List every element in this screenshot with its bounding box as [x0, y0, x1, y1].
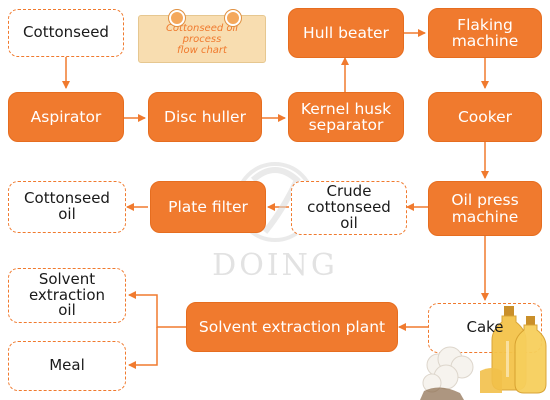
node-meal: Meal	[8, 341, 126, 391]
node-cottonseed: Cottonseed	[8, 9, 124, 57]
node-solvent-extraction-plant: Solvent extraction plant	[186, 302, 398, 352]
pin-icon	[225, 10, 241, 26]
node-label: Plate filter	[168, 197, 248, 216]
node-crude-cottonseed-oil: Crude cottonseed oil	[291, 181, 407, 235]
node-aspirator: Aspirator	[8, 92, 124, 142]
node-plate-filter: Plate filter	[150, 181, 266, 233]
node-label: Solvent extraction oil	[28, 269, 106, 320]
cotton-and-oil-bottles-image	[420, 306, 547, 400]
node-label: Cake	[466, 318, 504, 337]
arrow-solvent-plant-to-meal	[128, 327, 158, 369]
node-oil-press-machine: Oil press machine	[428, 181, 542, 236]
node-label: Aspirator	[30, 107, 102, 126]
node-label: Cottonseed oil	[24, 189, 110, 223]
node-label: Kernel husk separator	[300, 99, 392, 134]
flowchart-title: Cottonseed oil process flow chart	[165, 22, 239, 56]
pin-icon	[169, 10, 185, 26]
node-label: Flaking machine	[451, 15, 519, 50]
node-disc-huller: Disc huller	[148, 92, 262, 142]
node-kernel-husk-separator: Kernel husk separator	[288, 92, 404, 142]
flowchart-title-card: Cottonseed oil process flow chart	[138, 10, 266, 63]
node-label: Oil press machine	[451, 191, 519, 226]
node-flaking-machine: Flaking machine	[428, 8, 542, 58]
arrow-solvent-plant-branch	[128, 291, 186, 328]
node-cottonseed-oil: Cottonseed oil	[8, 181, 126, 233]
node-cooker: Cooker	[428, 92, 542, 142]
node-hull-beater: Hull beater	[288, 8, 404, 58]
node-label: Solvent extraction plant	[198, 317, 386, 336]
node-label: Disc huller	[164, 107, 246, 126]
node-label: Cooker	[457, 107, 513, 126]
node-label: Crude cottonseed oil	[307, 182, 391, 232]
node-label: Meal	[49, 356, 85, 375]
node-cake: Cake	[428, 303, 542, 353]
node-label: Hull beater	[303, 23, 389, 42]
node-solvent-extraction-oil: Solvent extraction oil	[8, 268, 126, 323]
node-label: Cottonseed	[23, 23, 109, 42]
